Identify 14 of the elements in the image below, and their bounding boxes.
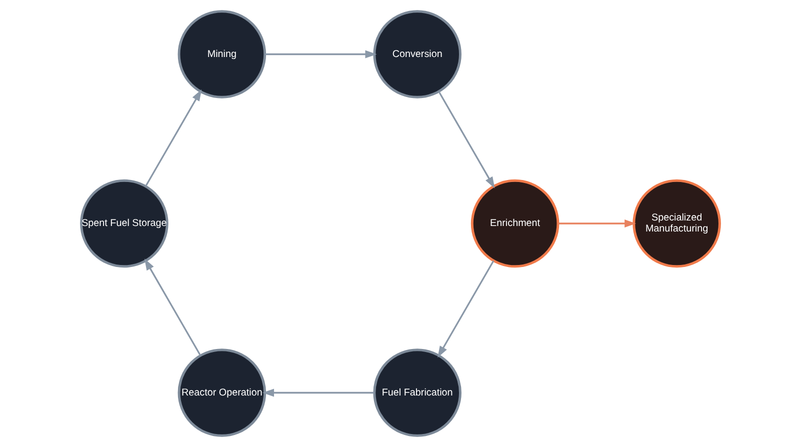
node-circle: Fuel Fabrication bbox=[372, 348, 461, 437]
node-circle: Specialized Manufacturing bbox=[632, 179, 720, 268]
arrow bbox=[437, 260, 494, 358]
node-circle: Spent Fuel Storage bbox=[80, 179, 168, 268]
arrow bbox=[144, 89, 202, 187]
arrow bbox=[557, 219, 636, 228]
arrow bbox=[438, 91, 494, 188]
arrow bbox=[264, 50, 376, 58]
node-circle: Mining bbox=[177, 10, 266, 98]
node-circle: Conversion bbox=[372, 10, 461, 98]
node-circle: Reactor Operation bbox=[177, 348, 266, 437]
arrow bbox=[262, 388, 374, 397]
node-circle: Enrichment bbox=[470, 179, 559, 268]
arrow bbox=[144, 258, 201, 356]
